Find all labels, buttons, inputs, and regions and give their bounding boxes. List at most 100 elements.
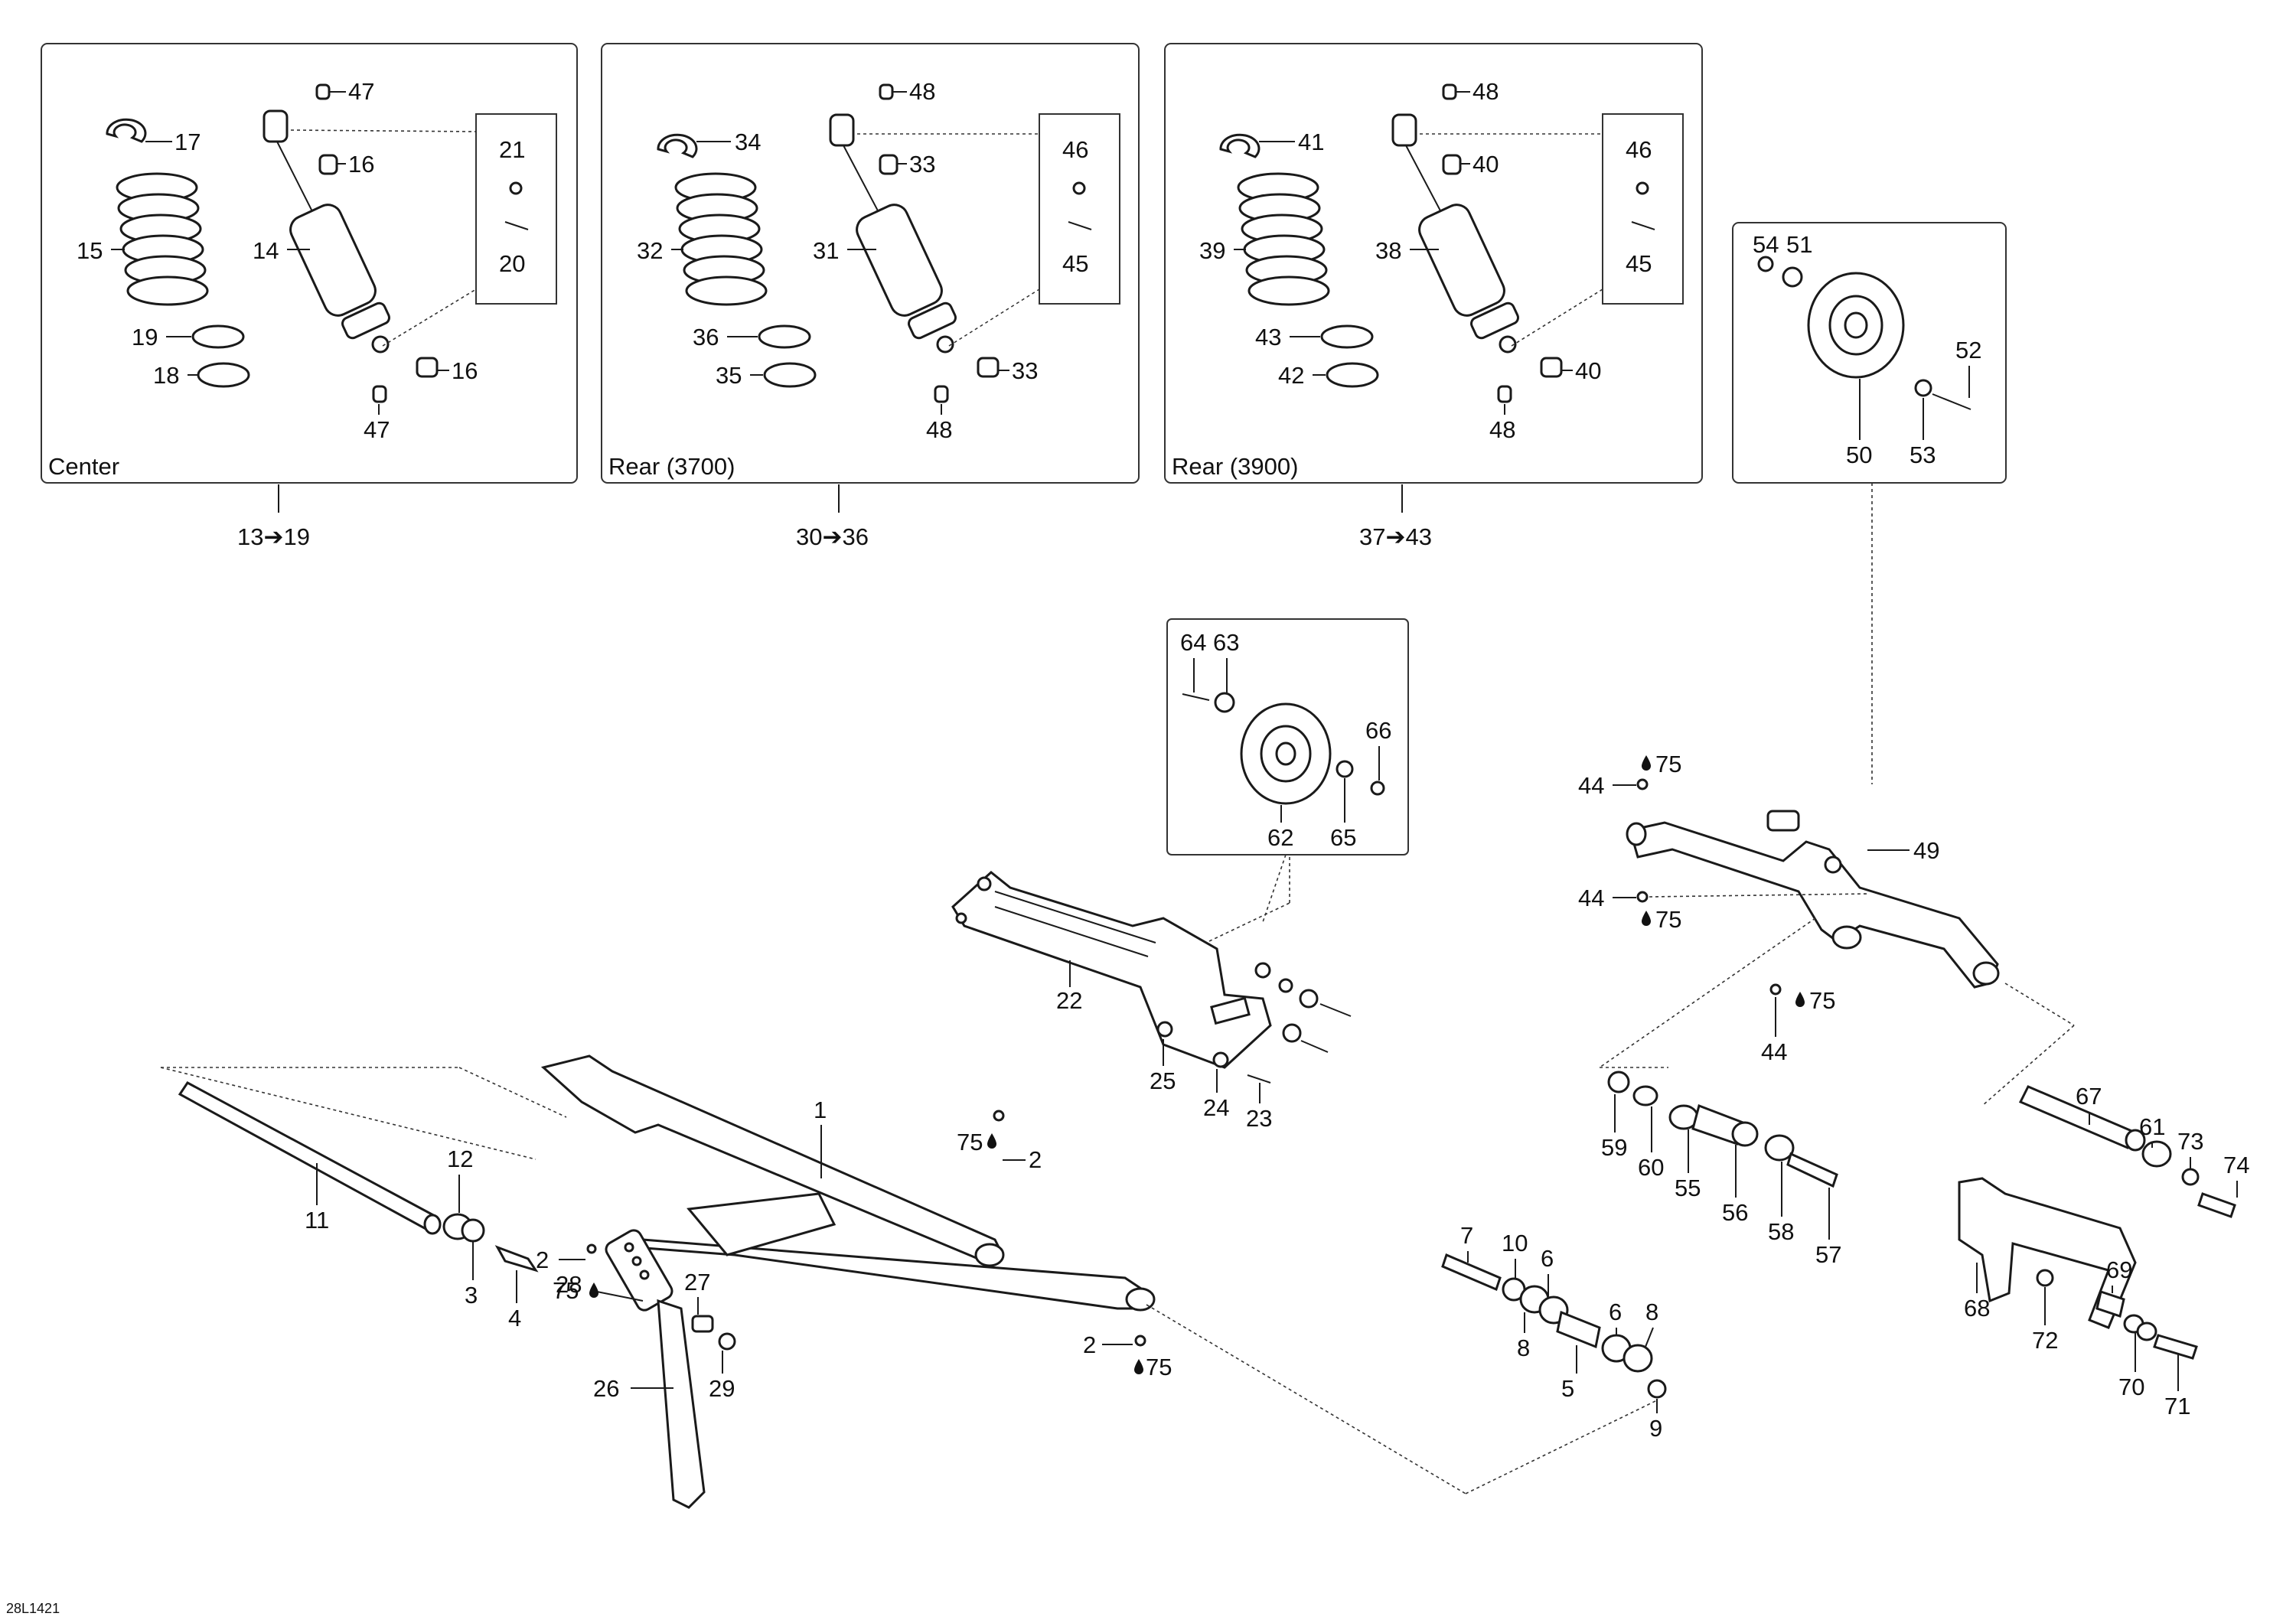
callout-44: 44 xyxy=(1578,885,1604,911)
callout-71: 71 xyxy=(2164,1393,2190,1419)
bushing-icon xyxy=(691,1315,714,1333)
callout-47: 47 xyxy=(364,416,390,443)
callout-1: 1 xyxy=(814,1097,827,1123)
callout-9: 9 xyxy=(1649,1415,1662,1442)
washer-icon xyxy=(1623,1344,1653,1373)
rear-3900-group-range: 37➔43 xyxy=(1359,523,1432,550)
hardware-inset-box xyxy=(475,113,557,305)
coil-spring-icon xyxy=(1237,172,1330,306)
callout-41: 41 xyxy=(1298,129,1324,155)
washer-icon xyxy=(1278,978,1293,993)
bushing-icon xyxy=(1540,357,1563,378)
callout-47: 47 xyxy=(348,78,374,105)
callout-75: 75 xyxy=(1146,1354,1172,1380)
callout-52: 52 xyxy=(1955,337,1981,363)
washer-icon xyxy=(1212,1051,1229,1068)
rear-3700-group-title: Rear (3700) xyxy=(608,453,735,480)
callout-61: 61 xyxy=(2139,1113,2165,1140)
spring-seat-washer-icon xyxy=(1320,324,1374,349)
callout-48: 48 xyxy=(1489,416,1515,443)
rear-3700-group-box xyxy=(601,43,1140,484)
spring-seat-washer-icon xyxy=(191,324,245,349)
callout-46: 46 xyxy=(1626,136,1652,163)
hardware-inset-box xyxy=(1039,113,1120,305)
washer-icon xyxy=(2181,1168,2200,1186)
callout-29: 29 xyxy=(709,1375,735,1402)
callout-38: 38 xyxy=(1375,237,1401,264)
callout-75: 75 xyxy=(1809,987,1835,1014)
nut-icon xyxy=(1254,962,1271,979)
callout-8: 8 xyxy=(1517,1335,1530,1361)
grease-drop-icon xyxy=(1642,911,1651,926)
callout-58: 58 xyxy=(1768,1218,1794,1245)
grease-fitting-icon xyxy=(1769,983,1782,996)
callout-2: 2 xyxy=(536,1247,549,1273)
nut-icon xyxy=(509,181,523,195)
shock-absorber-icon xyxy=(829,113,957,354)
callout-43: 43 xyxy=(1255,324,1281,350)
callout-6: 6 xyxy=(1541,1245,1554,1272)
bolt-icon xyxy=(596,1291,644,1302)
rear-frame-icon xyxy=(951,871,1272,1069)
rear-cross-frame-group: 22 25 24 23 xyxy=(951,855,1352,1132)
callout-5: 5 xyxy=(1561,1375,1574,1402)
callout-54: 54 xyxy=(1753,231,1779,258)
nut-icon xyxy=(1607,1071,1630,1093)
callout-69: 69 xyxy=(2106,1256,2132,1283)
bolt-icon xyxy=(1631,221,1655,230)
callout-31: 31 xyxy=(813,237,839,264)
nut-icon xyxy=(1370,781,1385,796)
axle-shaft-icon xyxy=(2018,1085,2138,1149)
washer-icon xyxy=(1336,760,1354,778)
bolt-icon xyxy=(1786,1152,1838,1188)
callout-63: 63 xyxy=(1213,629,1239,656)
callout-35: 35 xyxy=(716,362,742,389)
callout-75: 75 xyxy=(1655,751,1681,777)
nut-icon xyxy=(1072,181,1086,195)
bolt-icon xyxy=(1441,1253,1502,1292)
callout-25: 25 xyxy=(1150,1067,1176,1094)
center-group-box xyxy=(41,43,578,484)
bushing-icon xyxy=(1442,83,1457,100)
bolt-icon xyxy=(1247,1074,1271,1084)
callout-48: 48 xyxy=(1473,78,1499,105)
callout-75: 75 xyxy=(957,1129,983,1155)
washer-icon xyxy=(1299,989,1319,1009)
rear-3900-group-box xyxy=(1164,43,1703,484)
grease-fitting-icon xyxy=(1134,1335,1146,1347)
bolt-icon xyxy=(494,1245,539,1273)
front-arm-group: 1 75 2 2 75 11 12 3 4 28 27 29 26 2 75 xyxy=(160,1054,1658,1509)
callout-4: 4 xyxy=(508,1305,521,1331)
callout-28: 28 xyxy=(556,1271,582,1298)
nut-icon xyxy=(1757,256,1774,272)
callout-22: 22 xyxy=(1056,987,1082,1014)
callout-75: 75 xyxy=(553,1277,579,1304)
callout-73: 73 xyxy=(2177,1128,2203,1155)
callout-40: 40 xyxy=(1575,357,1601,384)
callout-44: 44 xyxy=(1578,772,1604,799)
callout-6: 6 xyxy=(1609,1299,1622,1325)
callout-33: 33 xyxy=(909,151,935,178)
callout-66: 66 xyxy=(1365,717,1391,744)
hardware-inset-box xyxy=(1602,113,1684,305)
center-wheel-box xyxy=(1166,618,1409,855)
rear-3700-shock-group: Rear (3700) 30➔36 48 xyxy=(601,43,1140,550)
nut-icon xyxy=(1636,181,1649,195)
bushing-icon xyxy=(315,83,331,100)
center-shock-group: Center 13➔19 xyxy=(41,43,578,550)
bushing-icon xyxy=(977,357,1000,378)
washer-icon xyxy=(1282,1023,1302,1043)
center-idler-wheel-group: 64 63 66 62 65 xyxy=(1166,618,1409,923)
washer-icon xyxy=(1914,379,1932,397)
center-group-title: Center xyxy=(48,453,119,480)
callout-14: 14 xyxy=(253,237,279,264)
callout-36: 36 xyxy=(693,324,719,350)
bolt-icon xyxy=(1068,221,1092,230)
callout-68: 68 xyxy=(1964,1295,1990,1322)
grease-drop-icon xyxy=(1134,1359,1143,1374)
nut-icon xyxy=(1647,1379,1667,1399)
rear-idler-wheel-group: 54 51 52 50 53 xyxy=(1732,222,2007,784)
callout-51: 51 xyxy=(1786,231,1812,258)
bushing-icon xyxy=(318,154,338,175)
callout-26: 26 xyxy=(593,1375,619,1402)
